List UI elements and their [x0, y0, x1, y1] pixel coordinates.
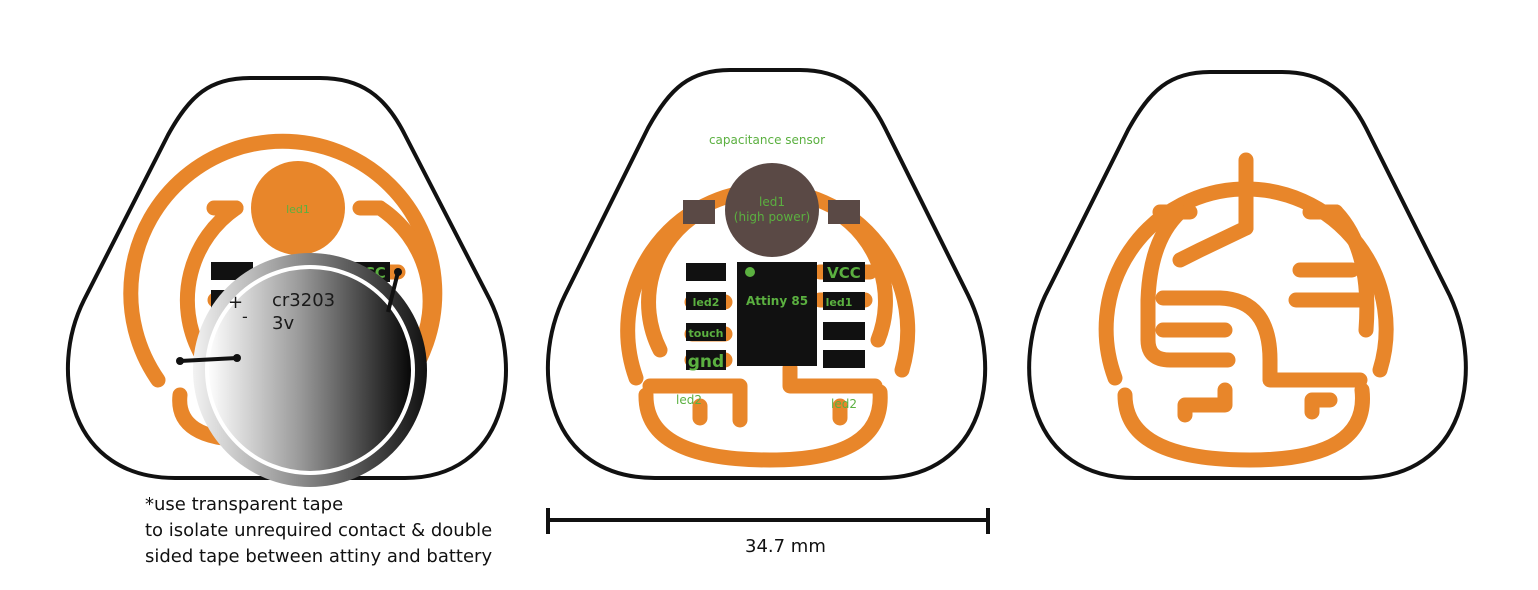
pin-touch-label: touch — [689, 327, 724, 340]
dimension-line — [546, 508, 990, 534]
pin-led2-label: led2 — [693, 296, 720, 309]
pin-led1-label: led1 — [826, 296, 853, 309]
middle-board: capacitance sensor led1 (high power) Att… — [546, 68, 988, 480]
pin-pad-right-4 — [823, 350, 865, 368]
tape-note-line1: *use transparent tape — [145, 494, 344, 515]
pin-pad-led1 — [823, 292, 865, 310]
led1-label: led1 — [286, 203, 310, 216]
bottom-led2-left-label: led2 — [676, 393, 702, 407]
pin-pad-left-1 — [686, 263, 726, 281]
battery-model: cr3203 — [272, 290, 335, 311]
tape-note-line3: sided tape between attiny and battery — [145, 546, 493, 567]
battery-wires — [176, 268, 402, 365]
led1-high-power-label: (high power) — [734, 210, 810, 224]
battery-minus: - — [242, 307, 248, 326]
battery-face — [205, 265, 415, 475]
pin-pad-led2 — [686, 292, 726, 310]
battery-voltage: 3v — [272, 313, 294, 334]
right-board — [1027, 70, 1468, 480]
pin-pad-vcc — [823, 262, 865, 282]
left-board: led1 VCC + - cr3203 3v — [65, 76, 508, 487]
pin-pad-touch — [686, 323, 726, 341]
sensor-pad-right — [828, 200, 860, 224]
pin-vcc-label: VCC — [827, 264, 861, 282]
chip-label: Attiny 85 — [746, 294, 808, 308]
tape-note-line2: to isolate unrequired contact & double — [145, 520, 493, 541]
board-outline — [1027, 70, 1468, 480]
capacitance-sensor-label: capacitance sensor — [709, 133, 825, 147]
pin-gnd-label: gnd — [688, 352, 724, 372]
pin-pad-right-3 — [823, 322, 865, 340]
tape-note: *use transparent tape to isolate unrequi… — [145, 492, 492, 570]
right-traces — [1098, 152, 1394, 468]
battery: + - cr3203 3v — [193, 253, 427, 487]
led1-label: led1 — [759, 195, 785, 209]
chip-attiny85 — [737, 262, 817, 366]
chip-pin1-dot — [745, 267, 755, 277]
sensor-pad-left — [683, 200, 715, 224]
dimension-label: 34.7 mm — [745, 536, 826, 557]
bottom-led2-right-label: led2 — [831, 397, 857, 411]
led1-pad — [251, 161, 345, 255]
battery-plus: + — [228, 292, 243, 313]
led1-high-power-pad — [725, 163, 819, 257]
pin-pad-gnd — [686, 350, 726, 370]
